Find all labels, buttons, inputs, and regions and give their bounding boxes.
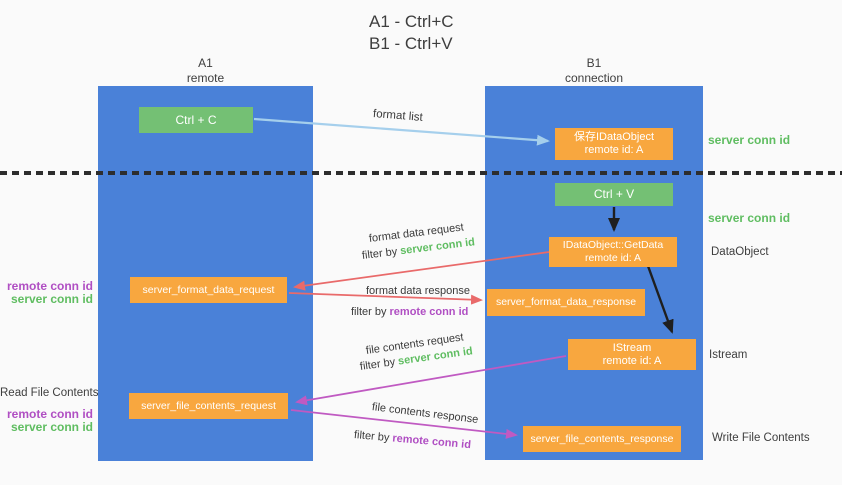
format-data-request-filter-prefix: filter by xyxy=(361,245,401,262)
left-file-remote-conn-id: remote conn id xyxy=(6,407,93,421)
file-contents-response-label: file contents response xyxy=(371,401,479,426)
diagram-title: A1 - Ctrl+C B1 - Ctrl+V xyxy=(369,11,454,55)
left-format-remote-conn-id: remote conn id xyxy=(6,279,93,293)
left-format-server-conn-id: server conn id xyxy=(10,292,93,306)
left-file-server-conn-id: server conn id xyxy=(10,420,93,434)
file-contents-response-filter-prefix: filter by xyxy=(353,429,393,445)
node-ctrl-v: Ctrl + V xyxy=(555,183,673,206)
right-write-file-contents-label: Write File Contents xyxy=(712,432,810,444)
node-getdata-line2: remote id: A xyxy=(584,252,642,264)
node-istream-line2: remote id: A xyxy=(602,354,662,367)
right-server-conn-id-mid: server conn id xyxy=(708,211,791,225)
lane-header-b1: B1 connection xyxy=(485,56,703,86)
format-data-response-filter: filter by remote conn id xyxy=(351,306,468,318)
lane-b1-name: B1 xyxy=(586,56,602,70)
node-ctrl-v-label: Ctrl + V xyxy=(593,187,635,201)
node-server-format-data-request: server_format_data_request xyxy=(130,277,287,303)
node-istream: IStream remote id: A xyxy=(568,339,696,370)
format-list-label: format list xyxy=(372,108,424,124)
lane-a1-role: remote xyxy=(186,71,225,85)
title-line-1: A1 - Ctrl+C xyxy=(369,12,454,31)
lane-a1-name: A1 xyxy=(198,56,213,70)
node-file-request-label: server_file_contents_request xyxy=(141,399,276,412)
right-server-conn-id-top: server conn id xyxy=(708,133,791,147)
lane-b1-role: connection xyxy=(564,71,624,85)
node-save-idataobject-line2: remote id: A xyxy=(584,144,644,156)
node-format-response-label: server_format_data_response xyxy=(495,296,637,308)
file-contents-response-filter: filter by remote conn id xyxy=(353,429,471,451)
node-server-file-contents-response: server_file_contents_response xyxy=(523,426,681,452)
node-server-format-data-response: server_format_data_response xyxy=(487,289,645,316)
file-contents-request-filter-prefix: filter by xyxy=(359,355,399,373)
file-contents-response-filter-key: remote conn id xyxy=(391,432,472,452)
title-line-2: B1 - Ctrl+V xyxy=(369,34,453,53)
node-server-file-contents-request: server_file_contents_request xyxy=(129,393,288,419)
left-read-file-contents-label: Read File Contents xyxy=(0,387,99,399)
node-getdata-line1: IDataObject::GetData xyxy=(562,239,664,251)
node-file-response-label: server_file_contents_response xyxy=(530,432,674,445)
right-dataobject-label: DataObject xyxy=(711,246,769,258)
right-istream-label: Istream xyxy=(709,349,748,361)
dashed-separator-line xyxy=(0,171,842,175)
node-idataobject-getdata: IDataObject::GetData remote id: A xyxy=(549,237,677,267)
node-ctrl-c: Ctrl + C xyxy=(139,107,253,133)
node-ctrl-c-label: Ctrl + C xyxy=(175,112,217,127)
lane-header-a1: A1 remote xyxy=(98,56,313,86)
format-data-response-filter-key: remote conn id xyxy=(389,306,469,318)
node-istream-line1: IStream xyxy=(612,341,652,354)
format-data-response-label: format data response xyxy=(366,285,470,297)
node-format-request-label: server_format_data_request xyxy=(142,283,275,296)
format-data-response-filter-prefix: filter by xyxy=(351,306,390,318)
node-save-idataobject: 保存IDataObject remote id: A xyxy=(555,128,673,160)
node-save-idataobject-line1: 保存IDataObject xyxy=(573,131,655,143)
